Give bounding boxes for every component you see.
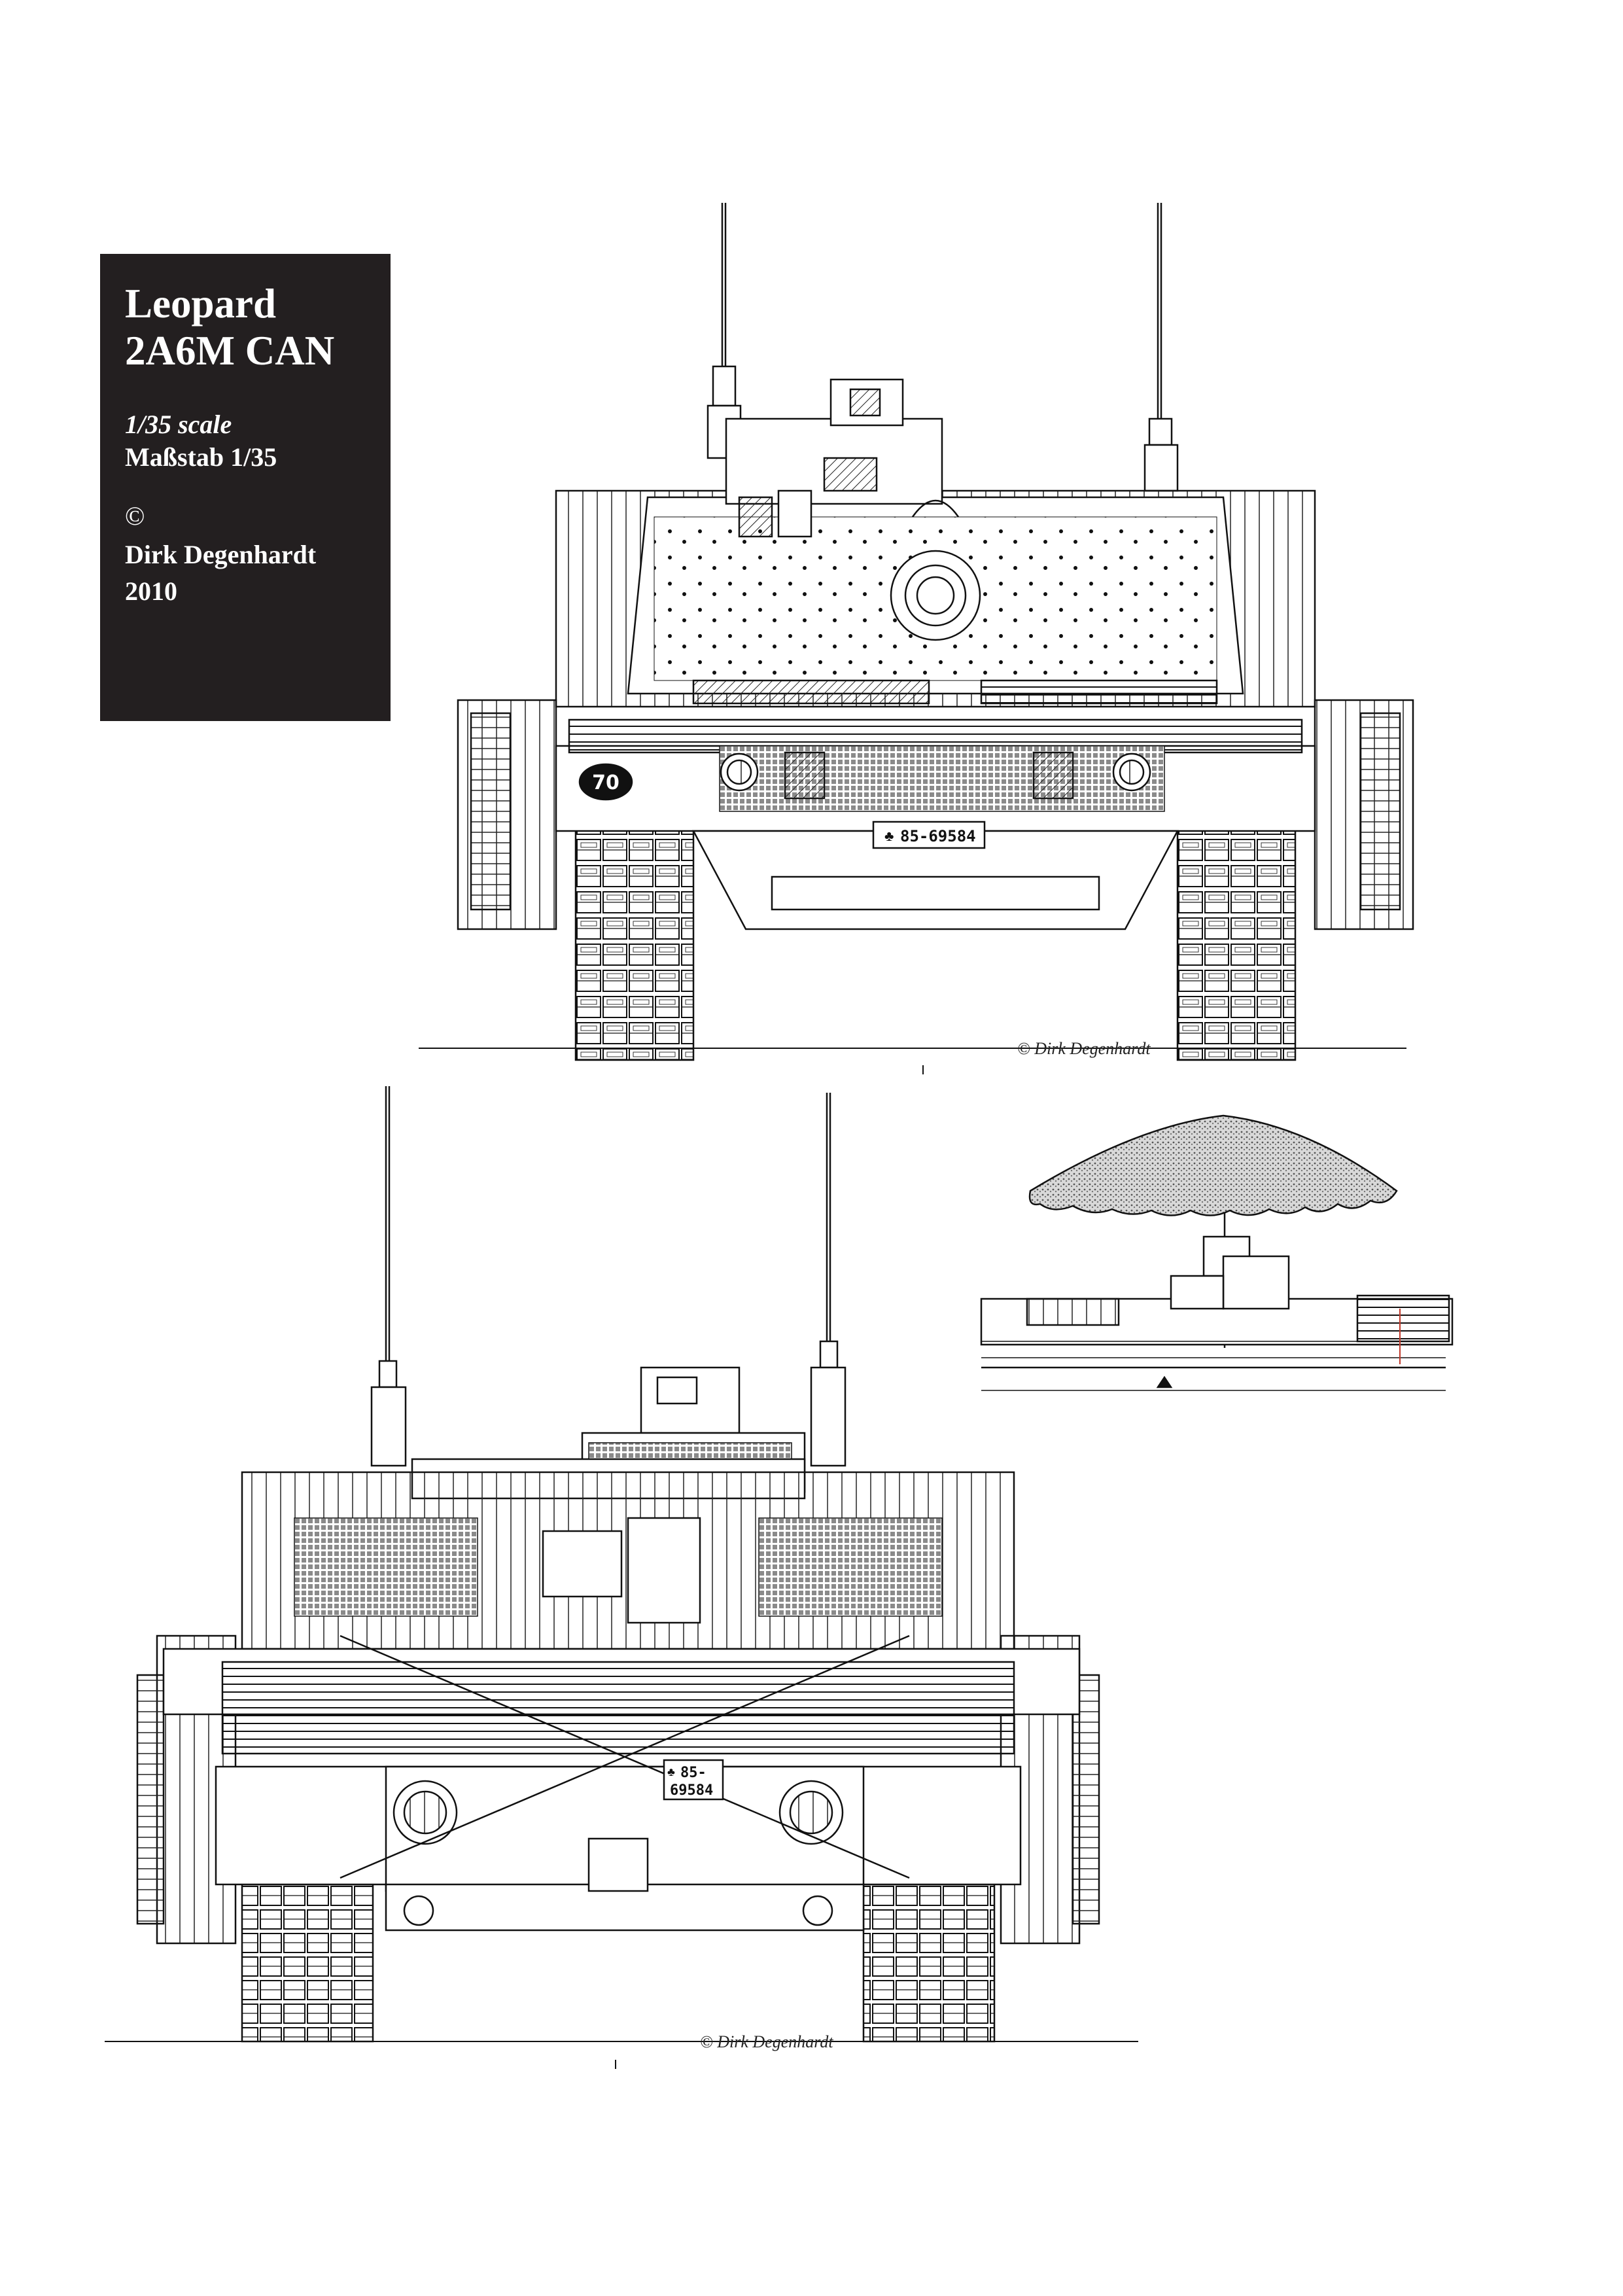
front-track-left [574,810,695,1061]
front-antenna-left [707,203,742,459]
front-turret-number: 70 [592,771,620,794]
rear-plate-line2: 69584 [670,1782,713,1799]
rear-track-right [862,1883,996,2043]
front-antenna-right [1143,203,1179,492]
rear-view-drawing [136,1086,1100,2043]
scale-german: Maßstab 1/35 [125,442,277,472]
title-panel: Leopard 2A6M CAN 1/35 scale Maßstab 1/35… [100,254,391,721]
front-plate-frame [872,821,986,849]
front-track-right [1176,810,1297,1061]
front-turret-number-oval [578,763,633,801]
year: 2010 [125,576,177,606]
rear-plate-frame [663,1759,724,1801]
rear-antenna-right [810,1093,846,1467]
rear-plate-maple: ♣ [667,1765,675,1778]
front-plate-maple: ♣ [884,828,894,844]
rear-turret [241,1366,1015,1650]
rear-antenna-left [370,1086,407,1467]
model-name: Leopard 2A6M CAN [125,281,335,374]
rear-hull [162,1634,1081,1932]
front-hull [555,718,1316,930]
copyright-symbol: © [125,501,145,531]
scale-english: 1/35 scale [125,410,232,439]
rear-plate-line1: 85- [680,1765,707,1781]
front-signature: © Dirk Degenhardt [1017,1039,1151,1058]
front-turret [555,378,1316,708]
front-view-drawing [457,203,1414,1061]
front-plate-text: 85-69584 [900,827,976,845]
rear-track-left [241,1883,374,2043]
sun-shade-detail [980,1114,1454,1391]
rear-signature: © Dirk Degenhardt [700,2032,833,2051]
author-name: Dirk Degenhardt [125,540,317,569]
